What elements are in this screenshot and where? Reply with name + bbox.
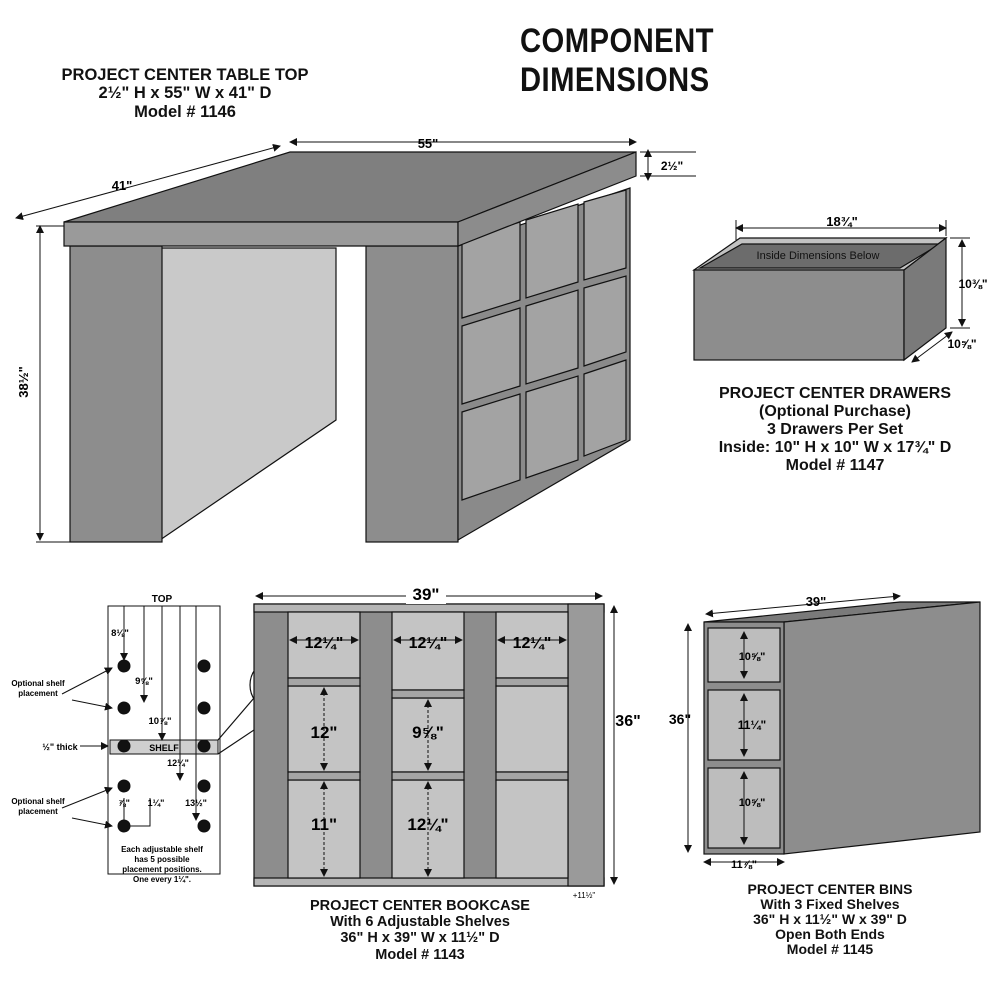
bookcase-caption-line: PROJECT CENTER BOOKCASE bbox=[310, 898, 530, 914]
table-left-leg bbox=[69, 245, 163, 543]
shelf-note: One every 1¼". bbox=[133, 875, 191, 884]
drawers-caption-line: 3 Drawers Per Set bbox=[766, 420, 904, 438]
bookcase-col-width-label: 12¼" bbox=[409, 635, 448, 652]
table-depth-label: 41" bbox=[112, 178, 133, 193]
bins-side bbox=[783, 601, 981, 855]
drawers-caption-line: Model # 1147 bbox=[785, 456, 885, 474]
table-caption: PROJECT CENTER TABLE TOP 2½" H x 55" W x… bbox=[20, 66, 350, 121]
bins-depth-label: 11⅞" bbox=[731, 859, 757, 871]
drawers-caption-line: (Optional Purchase) bbox=[758, 402, 912, 420]
drawer-inside-label: Inside Dimensions Below bbox=[757, 250, 880, 262]
bookcase-row-height-label: 11" bbox=[311, 815, 337, 834]
shelf-detail-dim: 1¼" bbox=[148, 798, 165, 808]
drawer-height-label: 10⅜" bbox=[958, 277, 987, 291]
table-depth-dim-line bbox=[15, 143, 281, 221]
drawer-depth-dim-line bbox=[911, 331, 953, 363]
bins-caption-line: Open Both Ends bbox=[775, 926, 885, 943]
bookcase-caption-line: 36" H x 39" W x 11½" D bbox=[340, 930, 500, 947]
shelf-thick-label: ½" thick bbox=[42, 742, 78, 752]
bins-caption-line: Model # 1145 bbox=[786, 941, 874, 958]
drawer-width-label: 18¾" bbox=[826, 214, 857, 229]
shelf-detail-dim: 10⅞" bbox=[149, 716, 172, 727]
bins-caption-line: PROJECT CENTER BINS bbox=[747, 881, 913, 897]
bookcase-col-width-label: 12¼" bbox=[513, 635, 552, 652]
table-caption-line: PROJECT CENTER TABLE TOP bbox=[61, 66, 309, 84]
bins-width-label: 39" bbox=[806, 594, 827, 609]
bookcase-width-label: 39" bbox=[413, 585, 440, 604]
bookcase-height-label: 36" bbox=[615, 713, 640, 730]
table-drawing bbox=[63, 151, 637, 543]
drawer-drawing bbox=[692, 236, 948, 362]
drawers-caption-line: PROJECT CENTER DRAWERS bbox=[718, 385, 952, 402]
optional-shelf-label: placement bbox=[18, 689, 58, 698]
shelf-detail-dim: 13½" bbox=[185, 798, 207, 808]
bins-shelf-height-label: 11¼" bbox=[738, 718, 766, 732]
bookcase-row-height-label: 12" bbox=[311, 723, 338, 742]
shelf-detail-drawing bbox=[61, 605, 221, 875]
table-width-label: 55" bbox=[418, 136, 439, 151]
bookcase-caption-line: Model # 1143 bbox=[375, 946, 465, 963]
shelf-note: placement positions. bbox=[122, 865, 202, 874]
table-top-front-edge bbox=[63, 221, 459, 247]
bins-width-dim-line bbox=[705, 592, 901, 618]
optional-shelf-label: Optional shelf bbox=[11, 797, 65, 806]
bookcase-caption: PROJECT CENTER BOOKCASE With 6 Adjustabl… bbox=[270, 898, 570, 963]
table-right-leg bbox=[365, 245, 459, 543]
table-thickness-label: 2½" bbox=[661, 159, 683, 173]
bins-caption-line: With 3 Fixed Shelves bbox=[760, 896, 900, 913]
drawers-caption: PROJECT CENTER DRAWERS (Optional Purchas… bbox=[680, 385, 990, 475]
table-height-label: 38½" bbox=[16, 366, 31, 397]
bookcase-col-width-label: 12¼" bbox=[305, 635, 344, 652]
bins-height-label: 36" bbox=[669, 711, 691, 727]
bins-shelf-height-label: 10⅝" bbox=[739, 797, 766, 809]
drawer-side bbox=[903, 236, 947, 362]
shelf-label: SHELF bbox=[149, 743, 179, 753]
bookcase-row-height-label: 12¼" bbox=[407, 815, 448, 834]
shelf-detail-holes bbox=[117, 659, 211, 833]
bins-caption-line: 36" H x 11½" W x 39" D bbox=[753, 911, 907, 928]
bookcase-row-height-label: 9⅝" bbox=[412, 723, 444, 742]
shelf-detail-dim: ⅞" bbox=[118, 798, 130, 808]
bins-caption: PROJECT CENTER BINS With 3 Fixed Shelves… bbox=[700, 881, 960, 958]
table-caption-line: Model # 1146 bbox=[134, 102, 236, 121]
drawer-depth-label: 10⅝" bbox=[947, 337, 976, 351]
optional-shelf-label: Optional shelf bbox=[11, 679, 65, 688]
table-left-panel-side bbox=[159, 247, 337, 542]
bookcase-caption-line: With 6 Adjustable Shelves bbox=[330, 914, 510, 931]
bins-shelf-height-label: 10⅝" bbox=[739, 651, 766, 663]
optional-shelf-label: placement bbox=[18, 807, 58, 816]
shelf-note: Each adjustable shelf bbox=[121, 845, 203, 854]
shelf-detail-dim: 9⅝" bbox=[135, 676, 153, 687]
table-top-side-edge bbox=[457, 151, 637, 247]
page-title: COMPONENT DIMENSIONS bbox=[520, 22, 714, 100]
drawer-front bbox=[693, 269, 905, 361]
bookcase-depth-note: +11½" bbox=[573, 891, 596, 900]
shelf-note: has 5 possible bbox=[134, 855, 190, 864]
shelf-detail-dim: 8⅛" bbox=[111, 628, 129, 639]
drawers-caption-line: Inside: 10" H x 10" W x 17¾" D bbox=[718, 438, 952, 456]
table-caption-line: 2½" H x 55" W x 41" D bbox=[98, 84, 272, 103]
shelf-detail-dim: 12¼" bbox=[167, 758, 189, 768]
shelf-detail-top-label: TOP bbox=[152, 594, 173, 605]
